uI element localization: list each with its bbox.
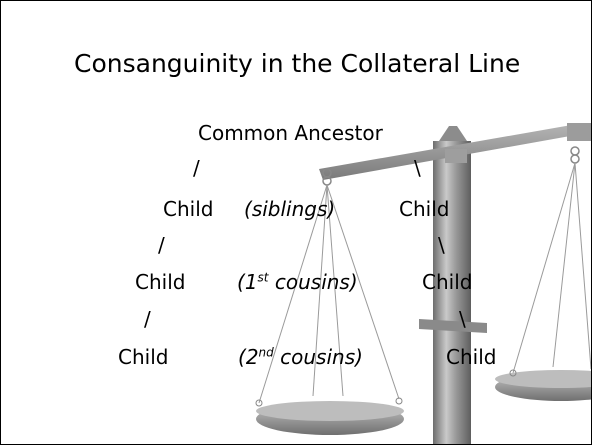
branch-left-1: / (193, 156, 200, 180)
branch-left-2: / (158, 233, 165, 257)
branch-right-1: \ (414, 156, 421, 180)
child-left-3: Child (118, 345, 169, 369)
branch-left-3: / (144, 307, 151, 331)
child-left-2: Child (135, 270, 186, 294)
branch-right-3: \ (459, 307, 466, 331)
child-right-1: Child (399, 197, 450, 221)
child-left-1: Child (163, 197, 214, 221)
child-right-3: Child (446, 345, 497, 369)
slide-title: Consanguinity in the Collateral Line (74, 49, 521, 78)
common-ancestor-label: Common Ancestor (198, 121, 383, 145)
branch-right-2: \ (438, 233, 445, 257)
child-right-2: Child (422, 270, 473, 294)
relation-siblings: (siblings) (244, 197, 336, 221)
relation-second-cousins: (2nd cousins) (238, 345, 363, 369)
relation-first-cousins: (1st cousins) (237, 270, 358, 294)
